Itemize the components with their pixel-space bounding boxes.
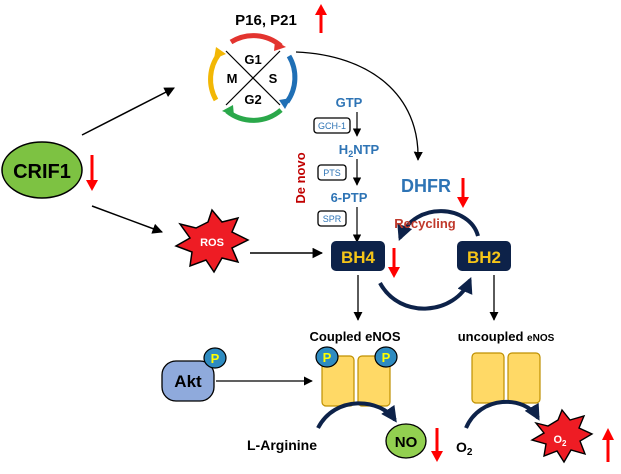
bh2-node: BH2 [457, 241, 511, 271]
coupled-enos-label: Coupled eNOS [309, 329, 400, 344]
bh4-label: BH4 [341, 248, 376, 267]
ros-label: ROS [200, 237, 224, 249]
phase-g1-label: G1 [244, 52, 261, 67]
bh4-to-bh2-oxidation-arrow [378, 277, 473, 311]
pts-label: PTS [323, 168, 341, 178]
oxygen-to-superoxide-reaction-arrow [464, 399, 540, 429]
bh4-node: BH4 [331, 241, 385, 271]
no-label: NO [395, 434, 418, 451]
dhfr-label: DHFR [401, 176, 451, 196]
h2ntp-label: H2NTP [339, 142, 380, 159]
uncoupled-enos-dimer [471, 352, 541, 404]
no-node: NO [385, 423, 427, 459]
svg-text:P: P [323, 350, 332, 365]
phosphate-icon: P [203, 347, 227, 369]
dhfr-down-arrow-icon [457, 178, 469, 208]
crif1-to-ros-arrow [91, 205, 163, 234]
phosphate-icon: P [374, 346, 398, 368]
gch1-enzyme-box: GCH-1 [313, 117, 351, 134]
akt-label: Akt [174, 372, 202, 391]
cdk-inhibitors-label: P16, P21 [235, 12, 297, 29]
cellcycle-to-dhfr-arrow [295, 51, 423, 161]
gch1-label: GCH-1 [318, 121, 346, 131]
cell-cycle-icon: G1 S G2 M [208, 33, 298, 123]
svg-text:P: P [211, 351, 220, 366]
bh2-label: BH2 [467, 248, 501, 267]
bh4-down-arrow-icon [388, 248, 400, 278]
svg-text:P: P [382, 350, 391, 365]
phosphate-icon: P [315, 346, 339, 368]
spr-enzyme-box: SPR [317, 210, 347, 227]
crif1-label: CRIF1 [13, 161, 71, 183]
superoxide-up-arrow-icon [602, 428, 614, 462]
superoxide-label: O2 [553, 434, 567, 448]
svg-text:H2NTP: H2NTP [339, 142, 380, 159]
gtp-label: GTP [336, 95, 363, 110]
pts-enzyme-box: PTS [317, 164, 347, 181]
coupled-enos-dimer: P P [315, 346, 398, 407]
spr-label: SPR [323, 214, 342, 224]
akt-node: Akt P [161, 347, 227, 402]
phase-g2-label: G2 [244, 92, 261, 107]
bh2-to-bh4-recycling-arrow [397, 209, 480, 241]
superoxide-burst-icon: O2 [530, 408, 594, 464]
phase-s-label: S [269, 71, 278, 86]
oxygen-label: O2 [456, 439, 473, 458]
recycling-label: Recycling [394, 216, 455, 231]
crif1-to-cellcycle-arrow [81, 87, 175, 136]
crif1-down-arrow-icon [86, 155, 98, 191]
de-novo-label: De novo [293, 152, 308, 203]
phase-m-label: M [227, 71, 238, 86]
cdk-inhibitors-up-arrow-icon [315, 4, 327, 33]
crif1-node: CRIF1 [1, 141, 83, 199]
ros-burst-icon: ROS [174, 208, 250, 274]
arginine-to-no-reaction-arrow [316, 401, 397, 429]
uncoupled-enos-label: uncoupled eNOS [458, 329, 555, 344]
l-arginine-label: L-Arginine [247, 437, 317, 453]
six-ptp-label: 6-PTP [331, 190, 368, 205]
no-down-arrow-icon [431, 428, 443, 462]
